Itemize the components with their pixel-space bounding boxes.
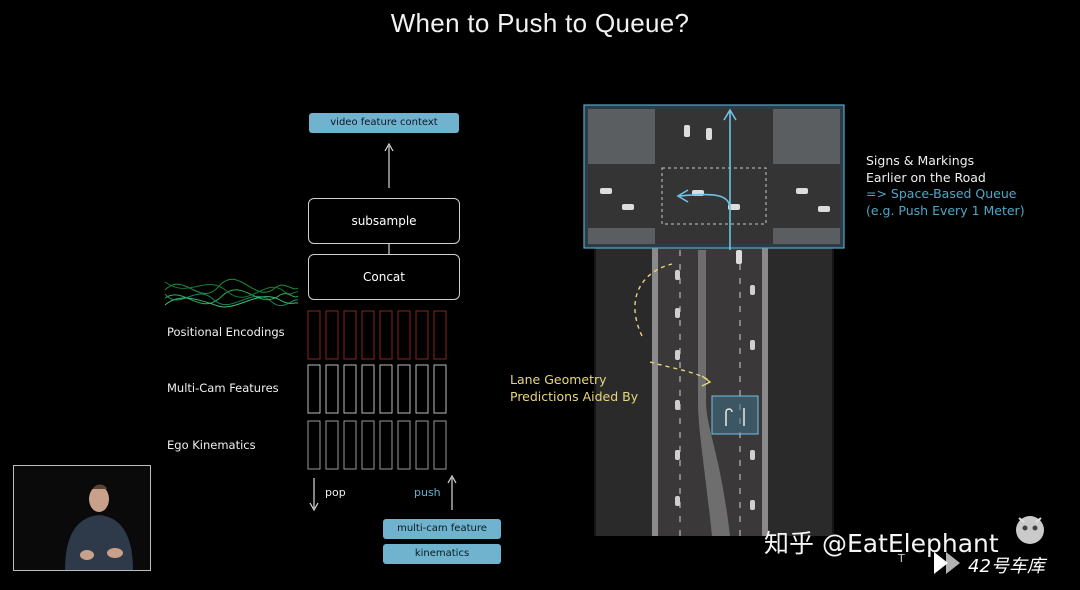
slide-title: When to Push to Queue? <box>390 8 690 38</box>
lower-road <box>596 246 832 536</box>
lane-geometry-annotation: Lane Geometry Predictions Aided By <box>510 372 638 405</box>
play-logo-icon <box>934 552 960 574</box>
subsample-box: subsample <box>308 198 460 244</box>
multi-cam-feature-chip: multi-cam feature <box>383 519 501 539</box>
signs-line-1: Signs & Markings <box>866 153 975 168</box>
ego-path-arrow <box>676 108 737 250</box>
multi-cam-feature-cells <box>307 364 447 414</box>
signs-annotation: Signs & Markings Earlier on the Road => … <box>866 153 1025 219</box>
speaker-head <box>89 486 109 512</box>
road-map <box>583 104 845 536</box>
kinematics-chip: kinematics <box>383 544 501 564</box>
queue-region-box <box>711 395 759 435</box>
zhihu-watermark: 知乎 @EatElephant <box>764 529 999 558</box>
speaker-video-inset <box>13 465 151 571</box>
video-feature-context-chip: video feature context <box>309 113 459 133</box>
intersection-inset <box>583 104 845 264</box>
channel-logo-icon <box>1016 516 1044 544</box>
signs-line-4: (e.g. Push Every 1 Meter) <box>866 202 1025 218</box>
corner-letter: T <box>898 552 905 565</box>
multi-cam-features-label: Multi-Cam Features <box>167 381 279 395</box>
queue-grid <box>307 310 447 470</box>
push-label: push <box>414 486 441 499</box>
pop-label: pop <box>325 486 346 499</box>
lane-line-1: Lane Geometry <box>510 372 607 387</box>
ego-kinematics-cells <box>307 420 447 470</box>
concat-box: Concat <box>308 254 460 300</box>
channel-watermark: 42号车库 <box>968 556 1045 577</box>
signs-line-3: => Space-Based Queue <box>866 186 1017 201</box>
positional-encoding-waves <box>164 278 299 308</box>
positional-encoding-cells <box>307 310 447 360</box>
positional-encodings-label: Positional Encodings <box>167 325 285 339</box>
lane-line-2: Predictions Aided By <box>510 388 639 404</box>
signs-line-2: Earlier on the Road <box>866 169 986 185</box>
ego-kinematics-label: Ego Kinematics <box>167 438 256 452</box>
